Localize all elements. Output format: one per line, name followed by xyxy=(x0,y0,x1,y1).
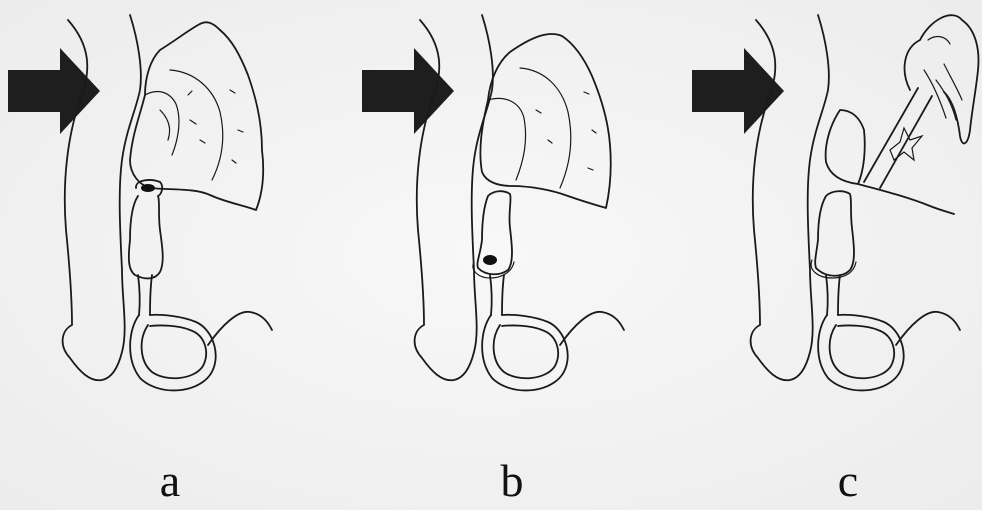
panel-c-arrow xyxy=(692,48,784,134)
panel-b-drawing xyxy=(362,15,624,390)
panel-a-drawing xyxy=(8,15,272,390)
panel-label-b: b xyxy=(482,458,542,504)
panel-label-c: c xyxy=(818,458,878,504)
panel-label-a: a xyxy=(140,458,200,504)
panel-c-drawing xyxy=(692,15,978,390)
panel-b-arrow xyxy=(362,48,454,134)
